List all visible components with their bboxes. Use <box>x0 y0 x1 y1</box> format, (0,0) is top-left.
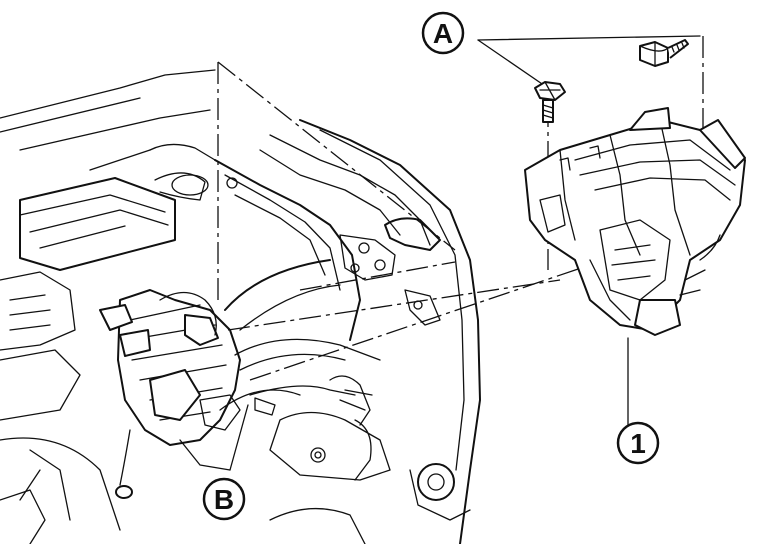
removed-component-housing <box>524 107 746 336</box>
callout-1: 1 <box>616 421 660 465</box>
alignment-lines <box>217 35 704 471</box>
callout-b-label: B <box>214 484 234 515</box>
callout-b: B <box>202 477 246 521</box>
harness-connector-cluster <box>99 289 241 471</box>
engine-compartment-drawing <box>0 69 481 544</box>
callout-a-label: A <box>433 18 453 49</box>
callout-a: A <box>421 11 465 55</box>
callout-1-label: 1 <box>630 428 646 459</box>
bolt-upper-left <box>534 81 566 123</box>
bolt-upper-right <box>639 39 689 67</box>
